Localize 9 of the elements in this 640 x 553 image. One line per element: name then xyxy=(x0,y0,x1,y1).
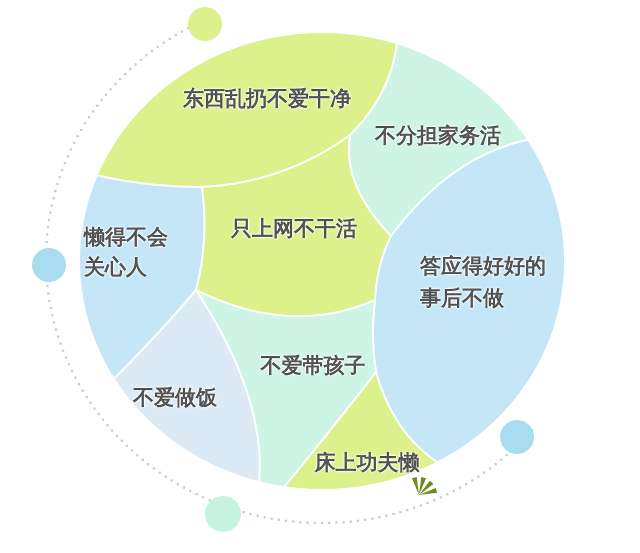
segment-label: 不爱带孩子 xyxy=(260,353,366,379)
segment-label: 床上功夫懒 xyxy=(314,450,420,476)
segment-label: 懒得不会关心人 xyxy=(84,224,169,281)
segment-label: 不爱做饭 xyxy=(133,385,217,411)
circle-segment xyxy=(113,290,260,483)
segment-label: 不分担家务活 xyxy=(375,123,501,149)
segment-label: 答应得好好的事后不做 xyxy=(420,253,547,312)
segment-label: 只上网不干活 xyxy=(231,216,357,242)
segment-label: 东西乱扔不爱干净 xyxy=(183,86,351,112)
